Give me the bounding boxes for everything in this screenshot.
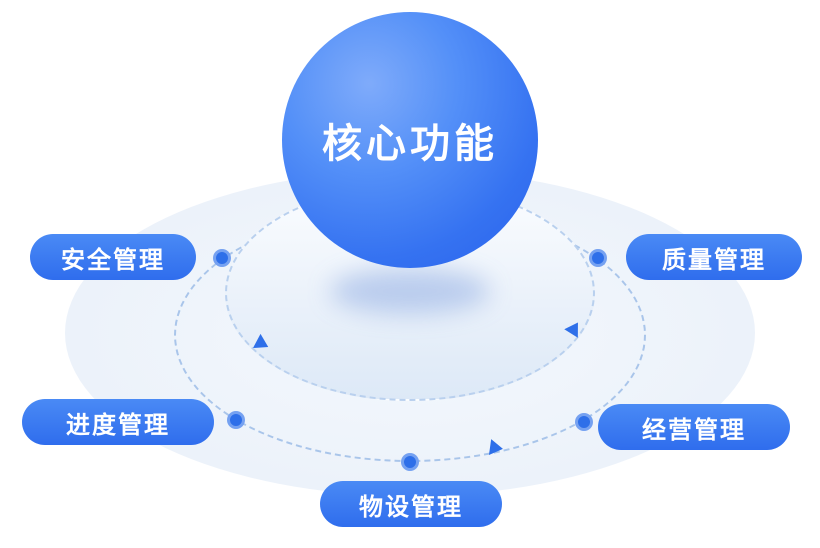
node-label: 进度管理 — [66, 411, 170, 439]
orbit-dot-safety — [213, 249, 231, 267]
core-sphere: 核心功能 — [282, 12, 538, 268]
node-business-management[interactable]: 经营管理 — [598, 404, 790, 450]
orbit-dot-progress — [227, 411, 245, 429]
orbit-dot-quality — [589, 249, 607, 267]
sphere-shadow — [330, 268, 490, 314]
node-label: 经营管理 — [642, 416, 746, 444]
node-label: 安全管理 — [61, 246, 165, 274]
node-quality-management[interactable]: 质量管理 — [626, 234, 802, 280]
orbit-dot-business — [575, 413, 593, 431]
core-sphere-label: 核心功能 — [322, 122, 498, 166]
orbit-dot-equipment — [401, 453, 419, 471]
node-progress-management[interactable]: 进度管理 — [22, 399, 214, 445]
node-equipment-management[interactable]: 物设管理 — [320, 481, 502, 527]
node-safety-management[interactable]: 安全管理 — [30, 234, 196, 280]
orbit-arrow-icon — [488, 439, 505, 457]
node-label: 质量管理 — [662, 246, 766, 274]
node-label: 物设管理 — [359, 493, 463, 521]
